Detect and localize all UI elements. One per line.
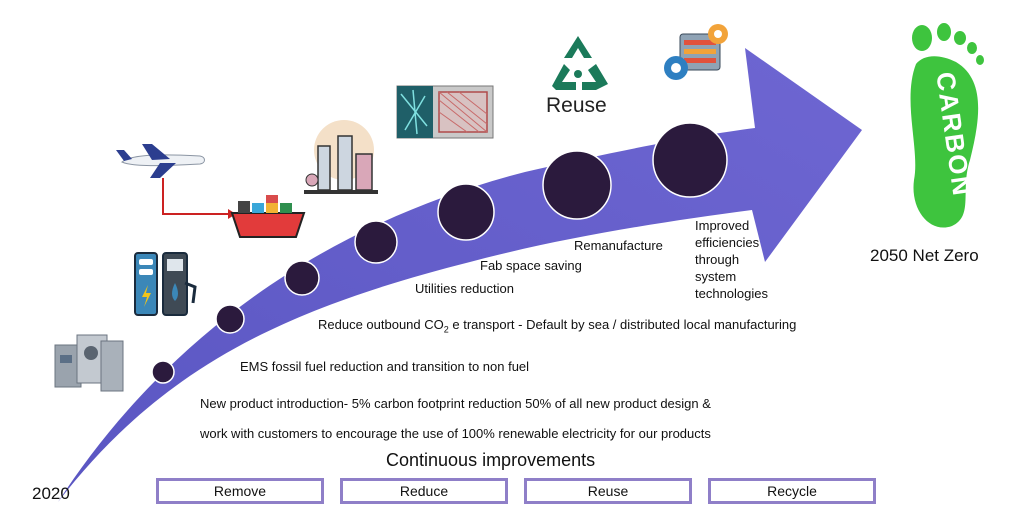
npi-line-1: New product introduction- 5% carbon foot… [200,396,711,411]
cargo-ship-icon [230,195,306,238]
box-reduce: Reduce [340,478,508,504]
milestone-circle-7 [652,122,728,198]
start-year-label: 2020 [32,484,70,503]
box-recycle: Recycle [708,478,876,504]
reuse-icon-label: Reuse [546,94,607,117]
fab-layout-icon [396,85,494,139]
milestone-label-remanufacture: Remanufacture [574,238,663,253]
airplane-icon [116,144,205,178]
milestone-circle-1 [151,360,175,384]
factory-icon [304,120,378,194]
air-to-sea-connector [162,178,228,215]
milestone-label-fab: Fab space saving [480,258,582,273]
milestone-label-transport: Reduce outbound CO2 e transport - Defaul… [318,317,797,335]
recycle-icon [552,36,608,90]
milestone-circle-3 [284,260,320,296]
box-reuse: Reuse [524,478,692,504]
carbon-footprint-icon [910,23,984,228]
milestone-circle-6 [542,150,612,220]
continuous-improvements-title: Continuous improvements [386,450,596,470]
gear-system-icon [664,24,728,80]
box-remove: Remove [156,478,324,504]
milestone-label-ems: EMS fossil fuel reduction and transition… [240,359,530,374]
machinery-icon [54,334,124,392]
milestone-circle-2 [215,304,245,334]
charging-station-icon [134,252,197,316]
milestone-circles [151,122,728,384]
net-zero-goal-label: 2050 Net Zero [870,246,979,265]
milestone-label-efficiencies: Improved efficiencies through system tec… [695,218,768,301]
milestone-circle-4 [354,220,398,264]
milestone-label-utilities: Utilities reduction [415,281,514,296]
npi-line-2: work with customers to encourage the use… [200,426,711,441]
milestone-circle-5 [437,183,495,241]
